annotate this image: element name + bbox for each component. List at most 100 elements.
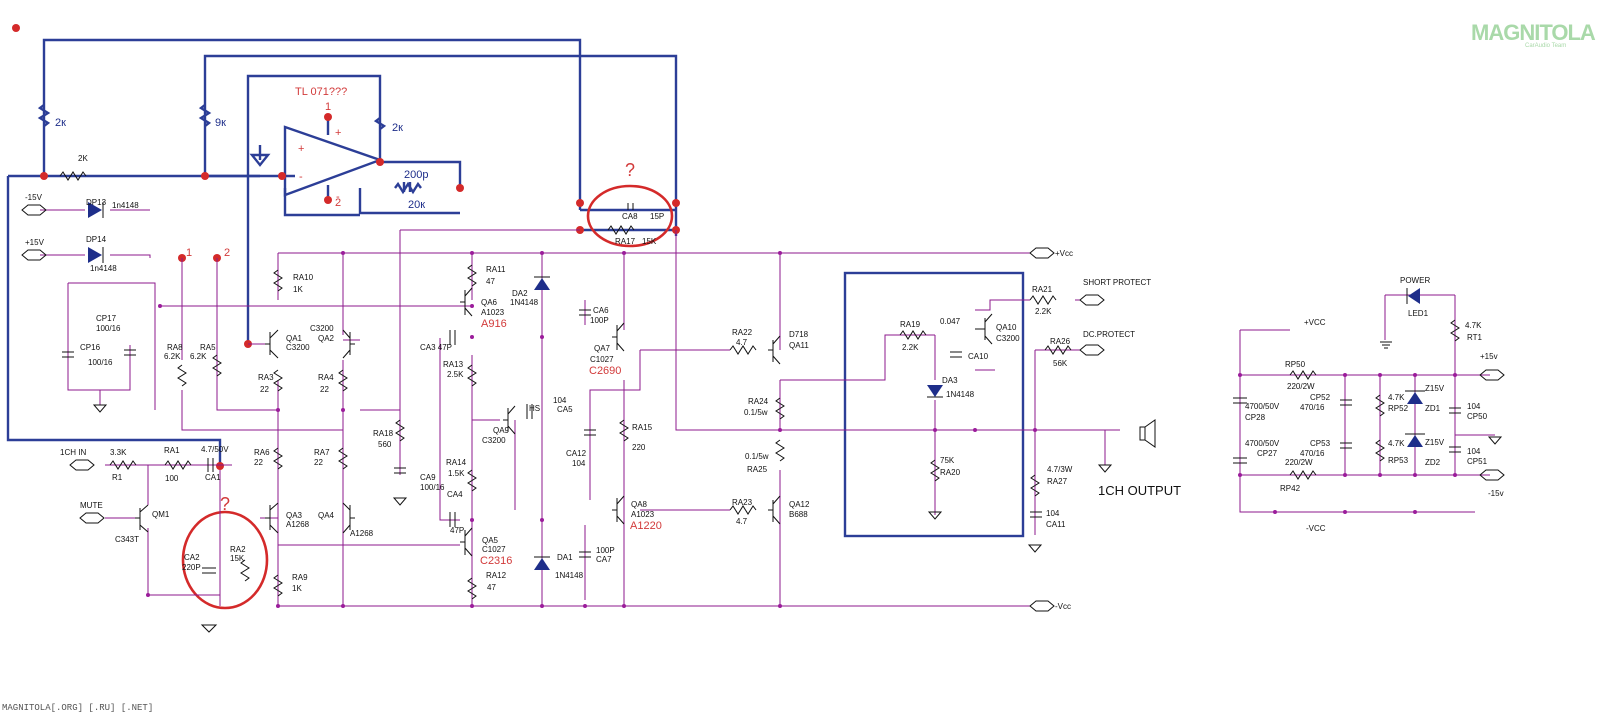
cp53-label: CP53 [1310,439,1331,448]
cp52-value: 470/16 [1300,403,1325,412]
ra12-label: RA12 [486,571,507,580]
ra14-value: 1.5K [448,469,465,478]
rail-p15: +15V [25,238,45,247]
c047-value: 0.047 [940,317,961,326]
da2-value: 1N4148 [510,298,539,307]
qa1-value: C3200 [286,343,310,352]
r2k-label: 2K [78,154,88,163]
da3-value: 1N4148 [946,390,975,399]
ground-symbols [92,341,1503,633]
dp14-value: 1n4148 [90,264,117,273]
cp16-value: 100/16 [88,358,113,367]
ra26-label: RA26 [1050,337,1071,346]
qm1-value: C343T [115,535,139,544]
dp13-value: 1n4148 [112,201,139,210]
pin-number-1: 1 [325,101,331,113]
ra7-value: 22 [314,458,323,467]
ra22-label: RA22 [732,328,753,337]
ra25-value: 0.1/5w [745,452,769,461]
ra3-value: 22 [260,385,269,394]
led1-label: LED1 [1408,309,1429,318]
ra11-label: RA11 [486,265,506,274]
ra19-value: 2.2K [902,343,919,352]
hs-label: HS [529,404,540,413]
purple-junctions [146,251,1457,608]
rp42-label: RP42 [1280,484,1301,493]
node-2-label: 2 [224,247,230,259]
diode-symbols [88,202,1425,570]
input-label: 1CH IN [60,448,86,457]
ra24-value: 0.1/5w [744,408,768,417]
cp52-label: CP52 [1310,393,1331,402]
qm1-label: QM1 [152,510,170,519]
cp53-value: 470/16 [1300,449,1325,458]
r1-label: R1 [112,473,123,482]
cp16-label: CP16 [80,343,101,352]
ca7-value: 100P [596,546,615,555]
ra21-label: RA21 [1032,285,1053,294]
dp14-label: DP14 [86,235,107,244]
ca8-label: CA8 [622,212,638,221]
resistor-symbols [59,171,1460,600]
ca1-label: CA1 [205,473,221,482]
ra23-value: 4.7 [736,517,748,526]
ra3-label: RA3 [258,373,274,382]
ra10-value: 1K [293,285,303,294]
rp42-value: 220/2W [1285,458,1313,467]
ra25-label: RA25 [747,465,768,474]
rp50-label: RP50 [1285,360,1306,369]
dp13-label: DP13 [86,198,107,207]
watermark-sub: CarAudio Team [1525,43,1566,49]
qa7-label: QA7 [594,344,611,353]
ra27-value: 4.7/3W [1047,465,1073,474]
ra4-value: 22 [320,385,329,394]
da2-label: DA2 [512,289,528,298]
ra5-value: 6.2K [190,352,207,361]
mute-label: MUTE [80,501,103,510]
zd2-label: ZD2 [1425,458,1441,467]
ca6-value: 100P [590,316,609,325]
da1-label: DA1 [557,553,573,562]
qa11-label: QA11 [789,341,809,350]
zd2-value: Z15V [1425,438,1445,447]
ca11-value: 104 [1046,509,1060,518]
transistor-symbols [135,287,993,557]
ra18-value: 560 [378,440,392,449]
ca3-label: CA3 47P [420,343,452,352]
cp51-label: CP51 [1467,457,1488,466]
ra12-value: 47 [487,583,496,592]
qa3-label: QA3 [286,511,303,520]
qa12-value: B688 [789,510,808,519]
footer-text: MAGNITOLA[.ORG] [.RU] [.NET] [2,703,153,713]
ra17-label: RA17 [615,237,636,246]
cp51-value: 104 [1467,447,1481,456]
ra1-value: 100 [165,474,179,483]
rp53-label: RP53 [1388,456,1409,465]
qa6-label: QA6 [481,298,498,307]
ca11-label: CA11 [1046,520,1066,529]
zd1-value: Z15V [1425,384,1445,393]
ra10-label: RA10 [293,273,314,282]
label-20k: 20к [408,199,425,211]
qa8-replacement: A1220 [630,520,662,532]
schematic-wiring [40,209,1495,607]
qa5-label: QA5 [482,536,499,545]
qa5-replacement: C2316 [480,555,512,567]
r1-value: 3.3K [110,448,127,457]
label-9k: 9к [215,117,226,129]
ca10-label: CA10 [968,352,989,361]
ra7-label: RA7 [314,448,330,457]
m15v-label: -15v [1488,489,1504,498]
pin-number-2: 2 [335,197,341,209]
rp50-value: 220/2W [1287,382,1315,391]
rt1-label: RT1 [1467,333,1483,342]
cp27-label: CP27 [1257,449,1278,458]
label-2k-right: 2к [392,122,403,134]
label-2k-left: 2к [55,117,66,129]
nvcc2-label: -VCC [1306,524,1326,533]
qa10-value: C3200 [996,334,1020,343]
hand-drawn-modification-nets [6,38,1025,538]
capacitor-symbols [62,203,1461,574]
output-label: 1CH OUTPUT [1098,483,1181,498]
